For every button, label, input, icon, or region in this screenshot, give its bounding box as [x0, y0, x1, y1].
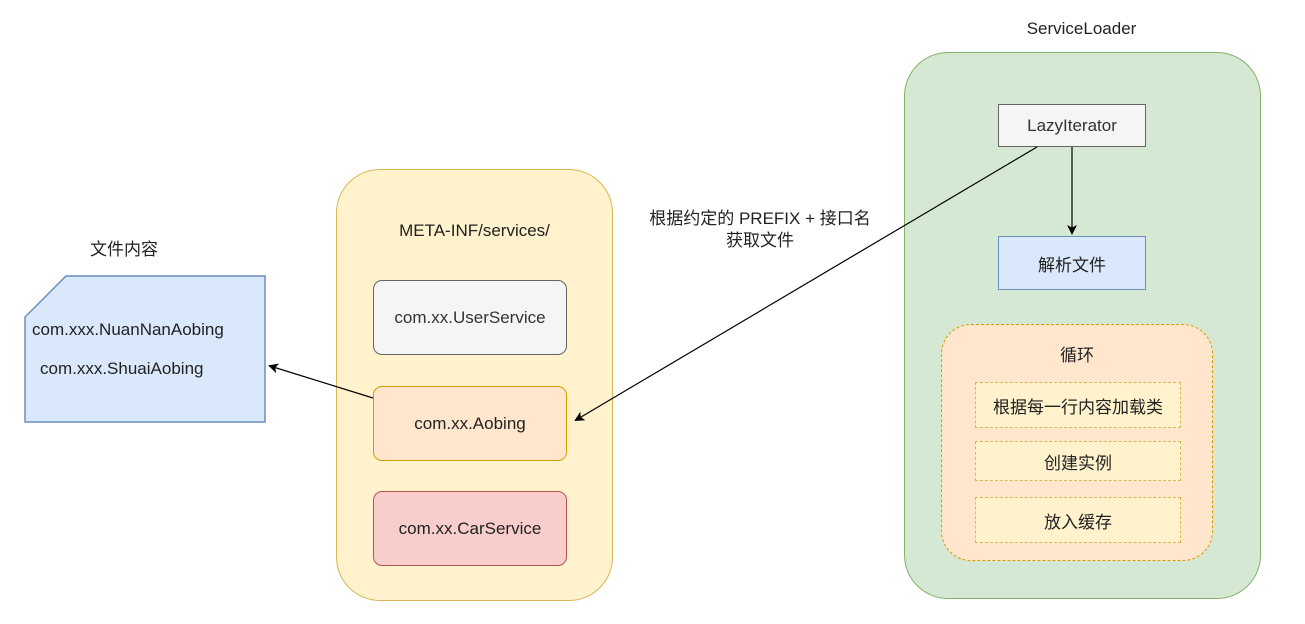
- aobing-box[interactable]: com.xx.Aobing: [373, 386, 567, 461]
- user-service-box[interactable]: com.xx.UserService: [373, 280, 567, 355]
- loop-step-cache[interactable]: 放入缓存: [975, 497, 1181, 543]
- loop-step-create-instance[interactable]: 创建实例: [975, 441, 1181, 481]
- edge-label-line-2: 获取文件: [726, 231, 794, 250]
- file-content-title: 文件内容: [90, 240, 158, 259]
- lazy-iterator-box[interactable]: LazyIterator: [998, 104, 1146, 147]
- parse-file-box[interactable]: 解析文件: [998, 236, 1146, 290]
- edge-label-line-1: 根据约定的 PREFIX + 接口名: [649, 209, 871, 228]
- file-line-1: com.xxx.NuanNanAobing: [32, 320, 224, 339]
- meta-inf-title: META-INF/services/: [399, 221, 550, 240]
- loop-step-load-class[interactable]: 根据每一行内容加载类: [975, 382, 1181, 428]
- service-loader-title: ServiceLoader: [1026, 19, 1137, 38]
- file-line-2: com.xxx.ShuaiAobing: [40, 359, 204, 378]
- car-service-box[interactable]: com.xx.CarService: [373, 491, 567, 566]
- loop-title: 循环: [1060, 346, 1094, 365]
